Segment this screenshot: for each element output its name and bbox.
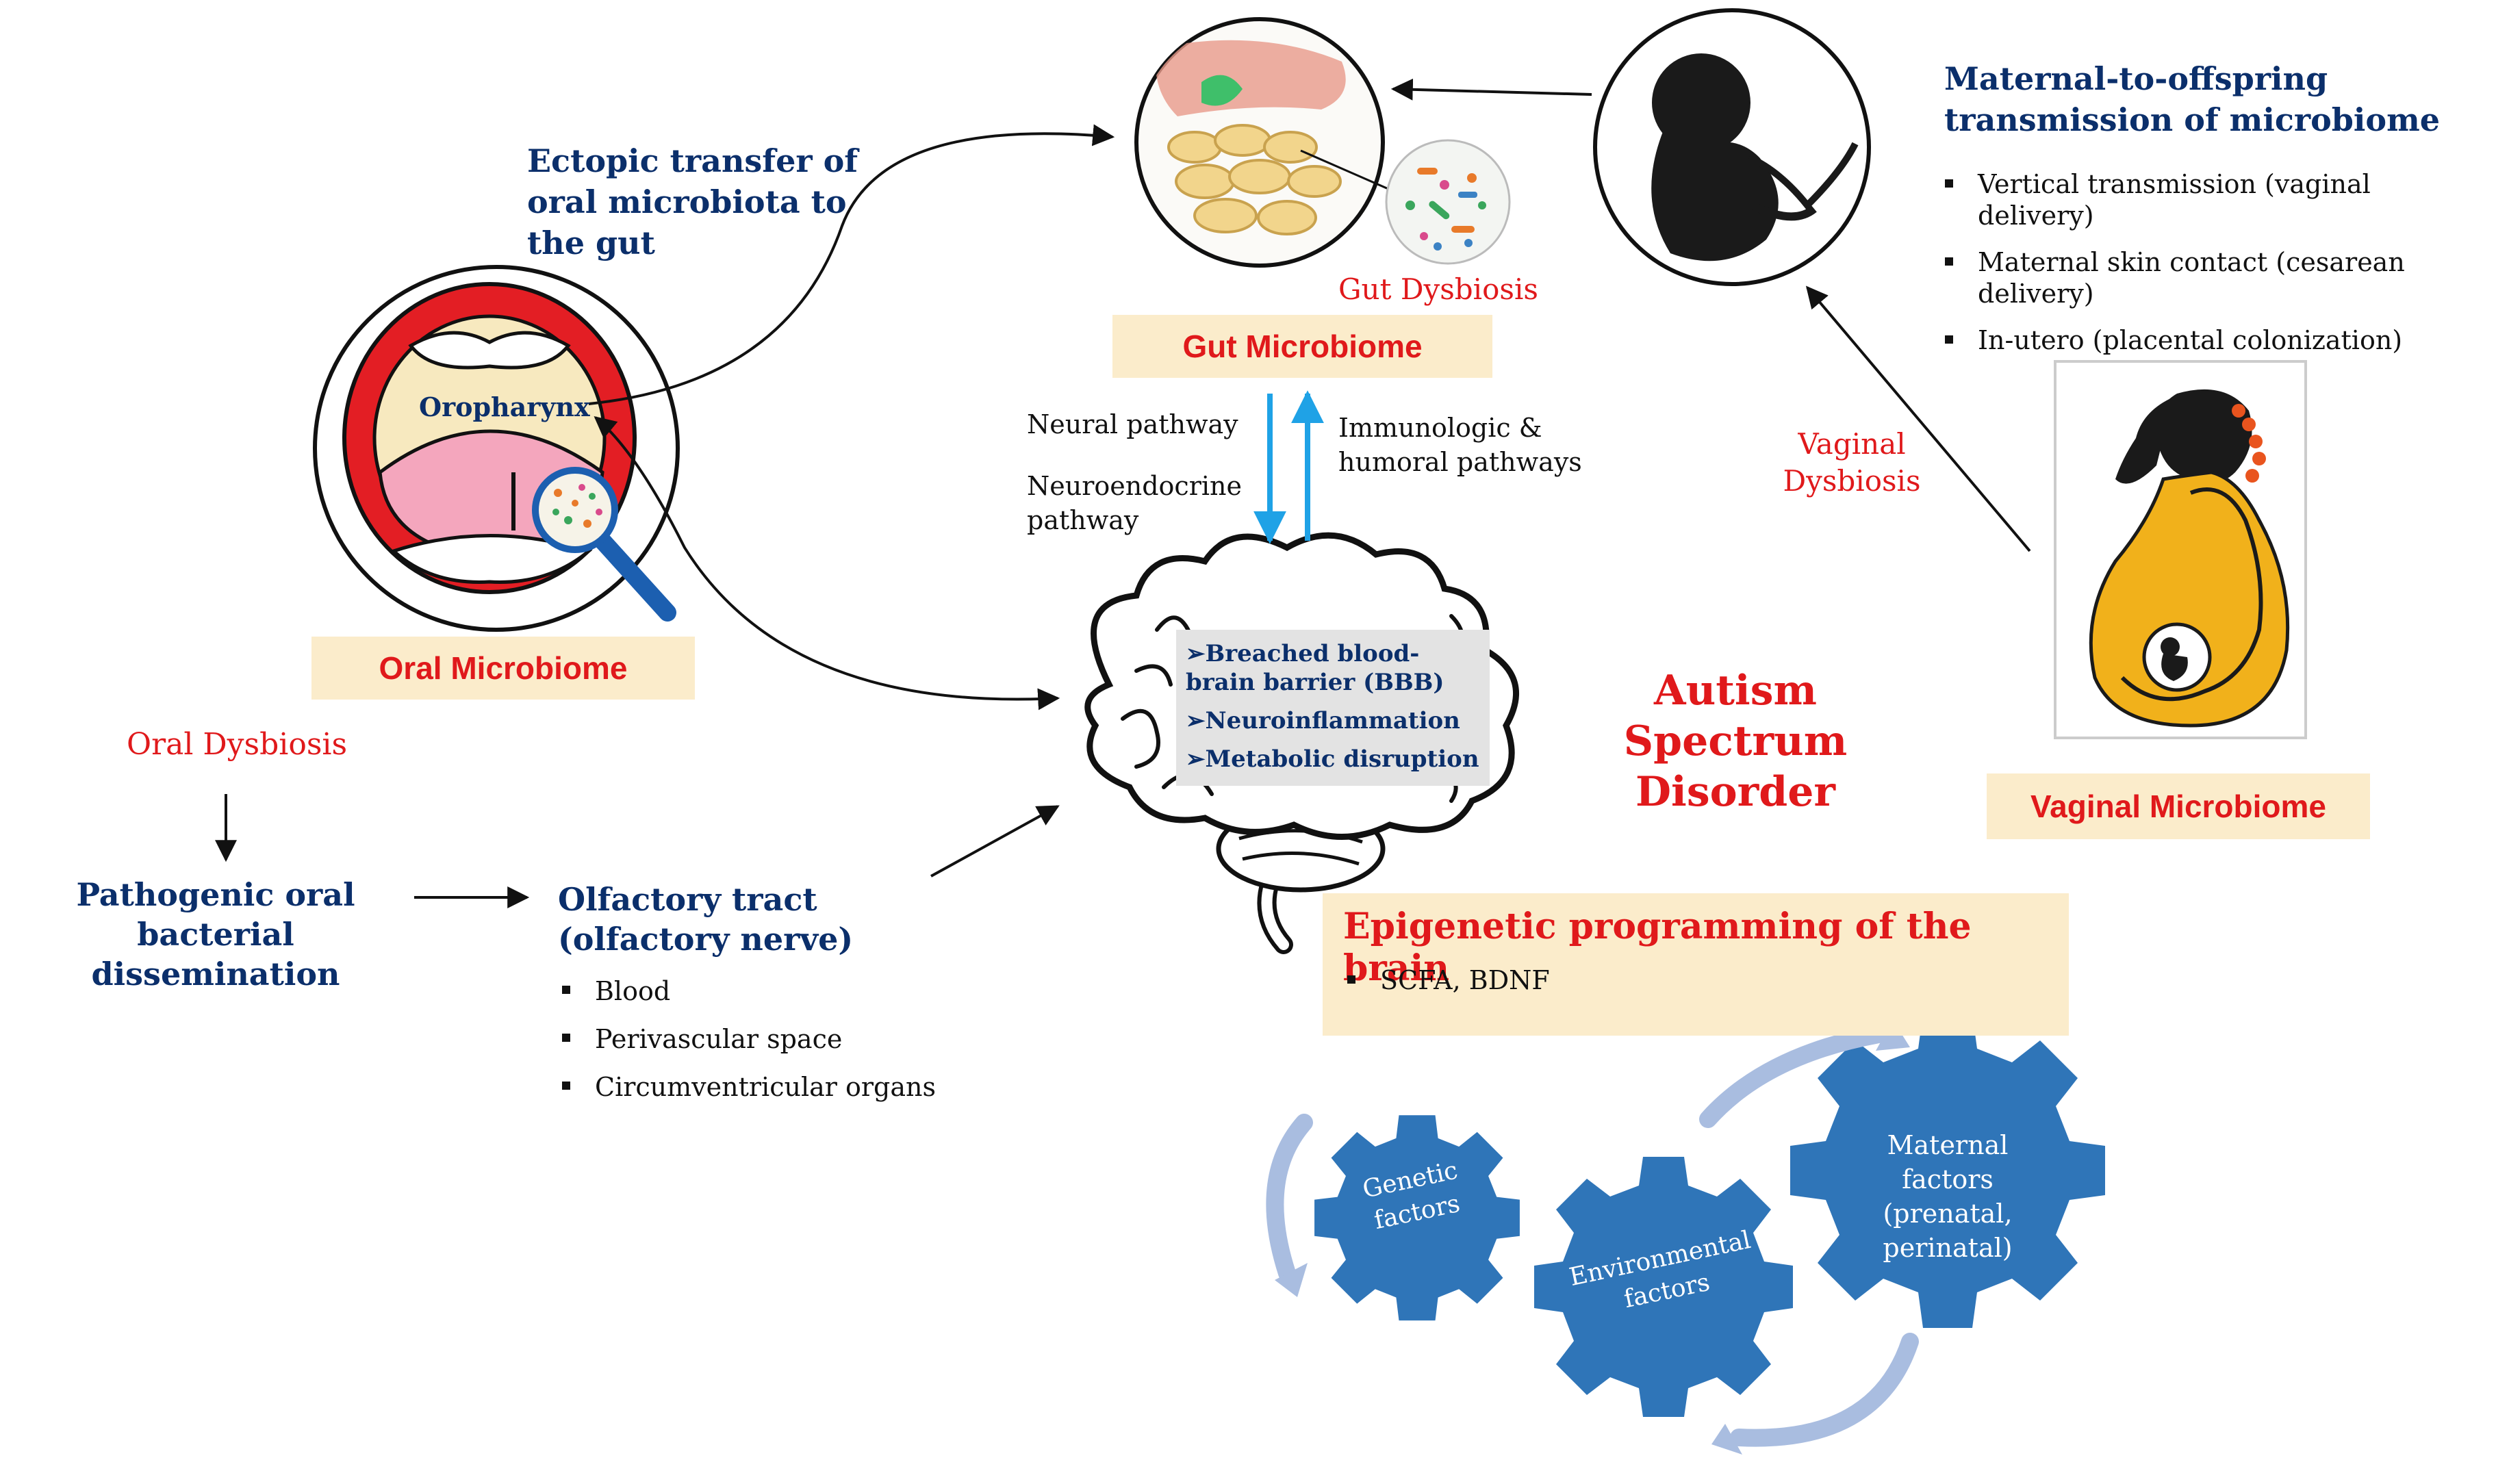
ectopic-label: Ectopic transfer of oral microbiota to t… (527, 142, 858, 261)
flow-arrows (215, 78, 2031, 908)
pathogenic-dissemination-label: Pathogenic oral bacterial dissemination (76, 876, 355, 993)
list-item: In-utero (placental colonization) (1941, 324, 2488, 356)
oropharynx-label: Oropharynx (419, 392, 590, 422)
brain-effect-item: ➢Neuroinflammation (1186, 707, 1460, 734)
neural-pathway-label: Neural pathway (1027, 409, 1238, 439)
gear-label-maternal: Maternal factors (prenatal, perinatal) (1883, 1130, 2013, 1263)
brain-effect-item: ➢Breached blood-brain barrier (BBB) (1186, 640, 1444, 696)
oral-dysbiosis-label: Oral Dysbiosis (127, 727, 348, 762)
vaginal-microbiome-label: Vaginal Microbiome (1987, 773, 2370, 839)
immunologic-pathways-label: Immunologic & humoral pathways (1338, 413, 1582, 477)
olfactory-routes-list: Blood Perivascular space Circumventricul… (558, 975, 941, 1118)
oral-microbiome-label: Oral Microbiome (311, 637, 695, 700)
maternal-transmission-title: Maternal-to-offspring transmission of mi… (1944, 60, 2441, 138)
list-item: Maternal skin contact (cesarean delivery… (1941, 246, 2488, 309)
olfactory-tract-label: Olfactory tract (olfactory nerve) (558, 881, 854, 958)
asd-title: Autism Spectrum Disorder (1623, 667, 1848, 816)
epigenetic-title: Epigenetic programming of the brain (1343, 906, 1972, 989)
brain-effect-item: ➢Metabolic disruption (1186, 745, 1479, 773)
gut-dysbiosis-label: Gut Dysbiosis (1338, 272, 1538, 306)
epigenetic-box: Epigenetic programming of the brain SCFA… (1323, 893, 2069, 1036)
list-item: Perivascular space (558, 1023, 941, 1056)
cycle-arrow-icon (1266, 1025, 1919, 1447)
list-item: Circumventricular organs (558, 1071, 941, 1103)
gear-icon (1314, 1013, 2105, 1417)
gut-brain-arrows (1253, 390, 1324, 544)
maternal-transmission-list: Vertical transmission (vaginal delivery)… (1941, 168, 2488, 371)
list-item: SCFA, BDNF (1343, 964, 1550, 996)
vaginal-dysbiosis-label: Vaginal Dysbiosis (1783, 427, 1921, 498)
gut-microbiome-label: Gut Microbiome (1112, 315, 1492, 378)
list-item: Vertical transmission (vaginal delivery) (1941, 168, 2488, 231)
brain-effects-box: ➢Breached blood-brain barrier (BBB) ➢Neu… (1176, 630, 1490, 786)
bacteria-icon (1385, 139, 1511, 265)
pregnant-woman-icon (2054, 360, 2307, 739)
neuroendocrine-pathway-label: Neuroendocrine pathway (1027, 471, 1242, 535)
fetus-icon (1593, 8, 1871, 286)
gut-icon (1134, 17, 1411, 268)
list-item: Blood (558, 975, 941, 1008)
epigenetic-list: SCFA, BDNF (1343, 964, 1550, 1011)
